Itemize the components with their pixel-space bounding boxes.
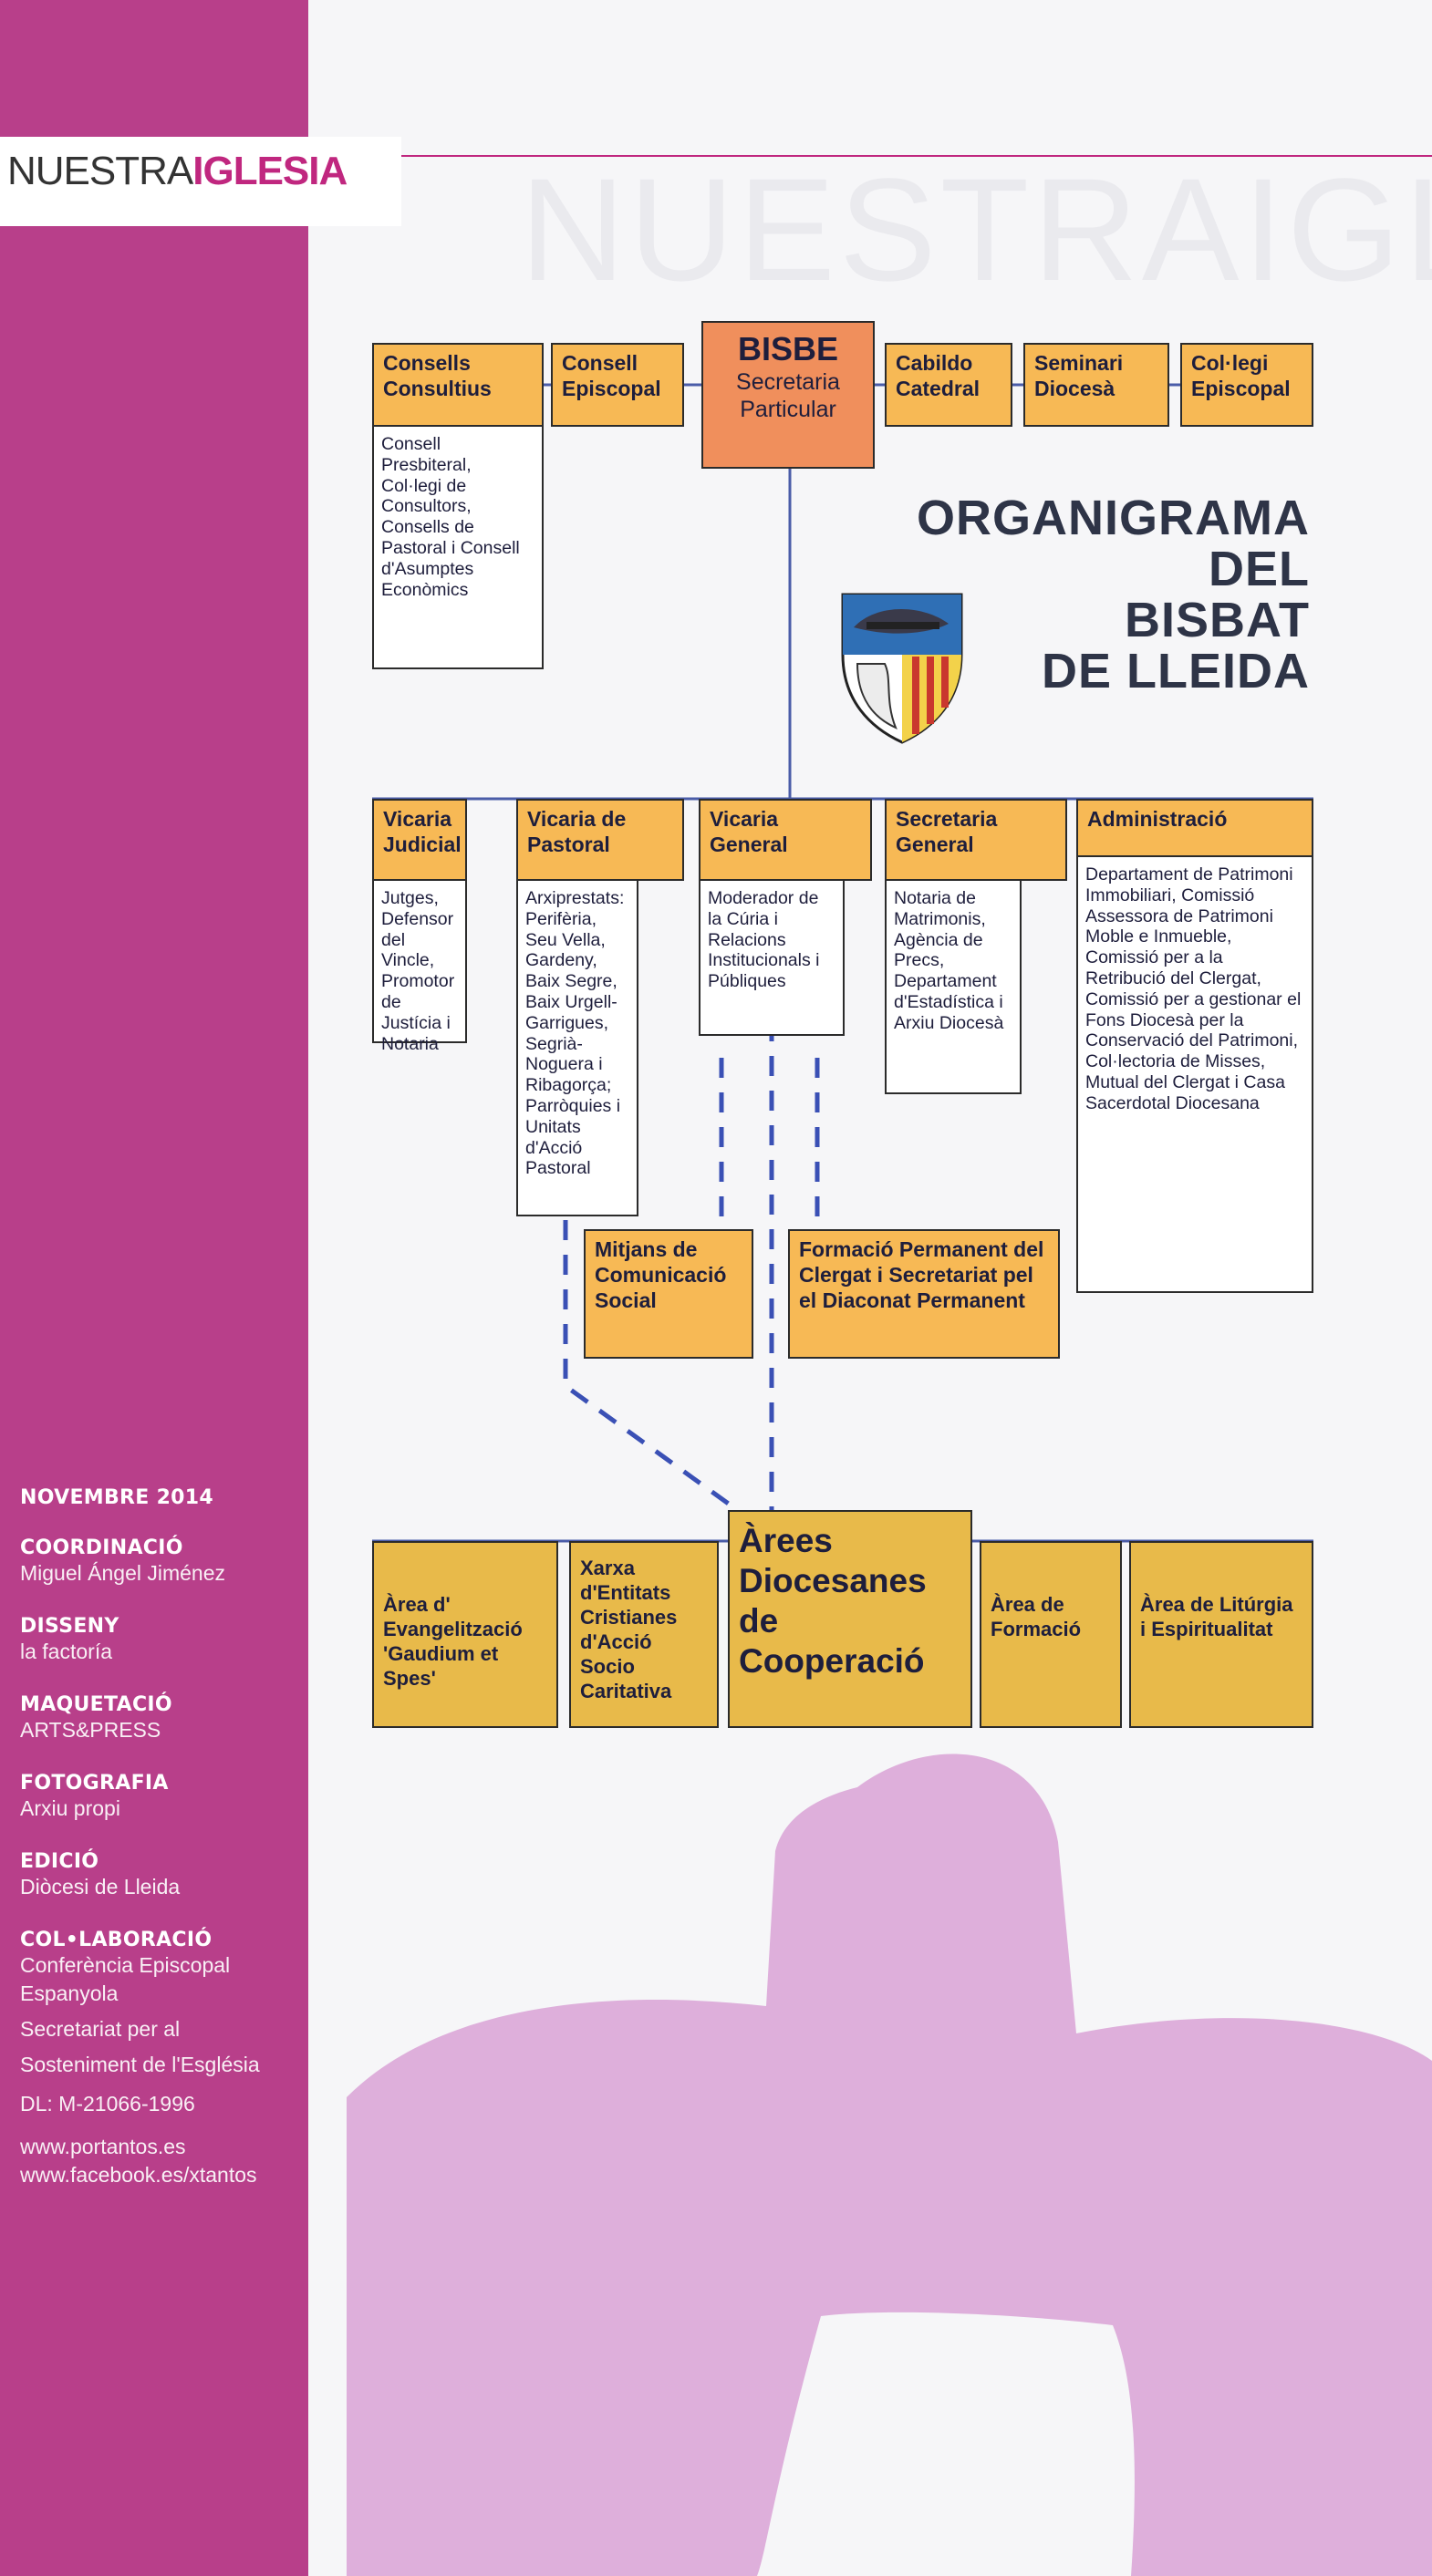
- administracio-box: Administració: [1076, 799, 1313, 857]
- credit-value: Sosteniment de l'Església: [20, 2051, 294, 2079]
- area-formacio-box: Àrea de Formació: [980, 1541, 1122, 1728]
- issue-date: NOVEMBRE 2014: [20, 1486, 294, 1509]
- seminari-diocesa-box: Seminari Diocesà: [1023, 343, 1169, 427]
- secretaria-general-detail: Notaria de Matrimonis, Agència de Precs,…: [885, 879, 1022, 1094]
- xarxa-entitats-box: Xarxa d'Entitats Cristianes d'Acció Soci…: [569, 1541, 719, 1728]
- consells-consultius-box: Consells Consultius: [372, 343, 544, 427]
- collegi-episcopal-box: Col·legi Episcopal: [1180, 343, 1313, 427]
- organigram-title: ORGANIGRAMA DEL BISBAT DE LLEIDA: [917, 492, 1310, 697]
- administracio-detail: Departament de Patrimoni Immobiliari, Co…: [1076, 855, 1313, 1293]
- diocese-coat-of-arms: [839, 591, 965, 746]
- legal-deposit: DL: M-21066-1996: [20, 2090, 294, 2118]
- credit-value: Secretariat per al: [20, 2015, 294, 2043]
- arees-diocesanes-cooperacio-box: Àrees Diocesanes de Cooperació: [728, 1510, 972, 1728]
- credit-value: la factoría: [20, 1638, 294, 1666]
- secretaria-general-box: Secretaria General: [885, 799, 1067, 881]
- credit-value: ARTS&PRESS: [20, 1716, 294, 1744]
- credit-value: Diòcesi de Lleida: [20, 1873, 294, 1901]
- credit-value: Espanyola: [20, 1980, 294, 2008]
- bisbe-box: BISBE Secretaria Particular: [701, 321, 875, 469]
- credit-value: Miguel Ángel Jiménez: [20, 1559, 294, 1588]
- vicaria-pastoral-detail: Arxiprestats: Perifèria, Seu Vella, Gard…: [516, 879, 638, 1216]
- formacio-permanent-box: Formació Permanent del Clergat i Secreta…: [788, 1229, 1060, 1359]
- credit-value: Conferència Episcopal: [20, 1951, 294, 1980]
- vicaria-pastoral-box: Vicaria de Pastoral: [516, 799, 684, 881]
- mitjans-comunicacio-box: Mitjans de Comunicació Social: [584, 1229, 753, 1359]
- credit-heading: FOTOGRAFIA: [20, 1772, 294, 1795]
- consell-episcopal-box: Consell Episcopal: [551, 343, 684, 427]
- cabildo-catedral-box: Cabildo Catedral: [885, 343, 1012, 427]
- area-liturgia-box: Àrea de Litúrgia i Espiritualitat: [1129, 1541, 1313, 1728]
- website-link[interactable]: www.portantos.es: [20, 2133, 294, 2161]
- bisbe-subtitle: Secretaria Particular: [707, 368, 869, 423]
- facebook-link[interactable]: www.facebook.es/xtantos: [20, 2161, 294, 2189]
- bisbe-title: BISBE: [707, 330, 869, 368]
- consells-consultius-detail: Consell Presbiteral, Col·legi de Consult…: [372, 425, 544, 669]
- vicaria-general-box: Vicaria General: [699, 799, 872, 881]
- credit-value: Arxiu propi: [20, 1795, 294, 1823]
- credit-heading: COL•LABORACIÓ: [20, 1929, 294, 1951]
- vicaria-general-detail: Moderador de la Cúria i Relacions Instit…: [699, 879, 845, 1036]
- vicaria-judicial-box: Vicaria Judicial: [372, 799, 467, 881]
- vicaria-judicial-detail: Jutges, Defensor del Vincle, Promotor de…: [372, 879, 467, 1043]
- credit-heading: EDICIÓ: [20, 1850, 294, 1873]
- credit-heading: MAQUETACIÓ: [20, 1693, 294, 1716]
- area-evangelitzacio-box: Àrea d' Evangelització 'Gaudium et Spes': [372, 1541, 558, 1728]
- credit-heading: DISSENY: [20, 1615, 294, 1638]
- credit-heading: COORDINACIÓ: [20, 1536, 294, 1559]
